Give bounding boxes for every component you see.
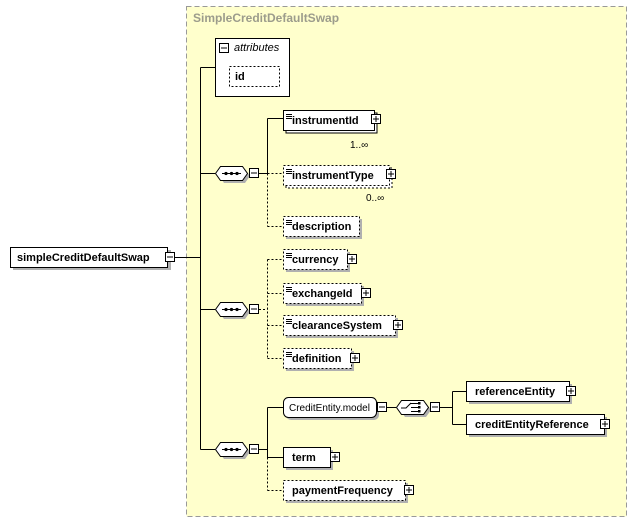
root-element-label: simpleCreditDefaultSwap: [17, 252, 150, 264]
instrumentType-cardinality: 0..∞: [366, 193, 384, 204]
term-label: term: [292, 452, 316, 464]
instrumentType-label: instrumentType: [292, 170, 374, 182]
complex-type-title: SimpleCreditDefaultSwap: [193, 11, 340, 25]
creditEntityReference-label: creditEntityReference: [475, 419, 589, 431]
element-description[interactable]: [283, 216, 360, 237]
paymentFrequency-label: paymentFrequency: [292, 485, 394, 497]
creditEntity-model-label: CreditEntity.model: [289, 403, 370, 414]
exchangeId-label: exchangeId: [292, 288, 353, 300]
currency-label: currency: [292, 254, 339, 266]
referenceEntity-label: referenceEntity: [475, 386, 556, 398]
description-label: description: [292, 221, 352, 233]
instrumentId-cardinality: 1..∞: [350, 140, 368, 151]
clearanceSystem-label: clearanceSystem: [292, 320, 382, 332]
attribute-id: id: [235, 71, 245, 83]
attributes-caption: attributes: [234, 42, 280, 54]
attribute-id-box[interactable]: [229, 66, 280, 87]
definition-label: definition: [292, 353, 342, 365]
group-creditEntity-model[interactable]: [283, 397, 377, 418]
instrumentId-label: instrumentId: [292, 115, 359, 127]
